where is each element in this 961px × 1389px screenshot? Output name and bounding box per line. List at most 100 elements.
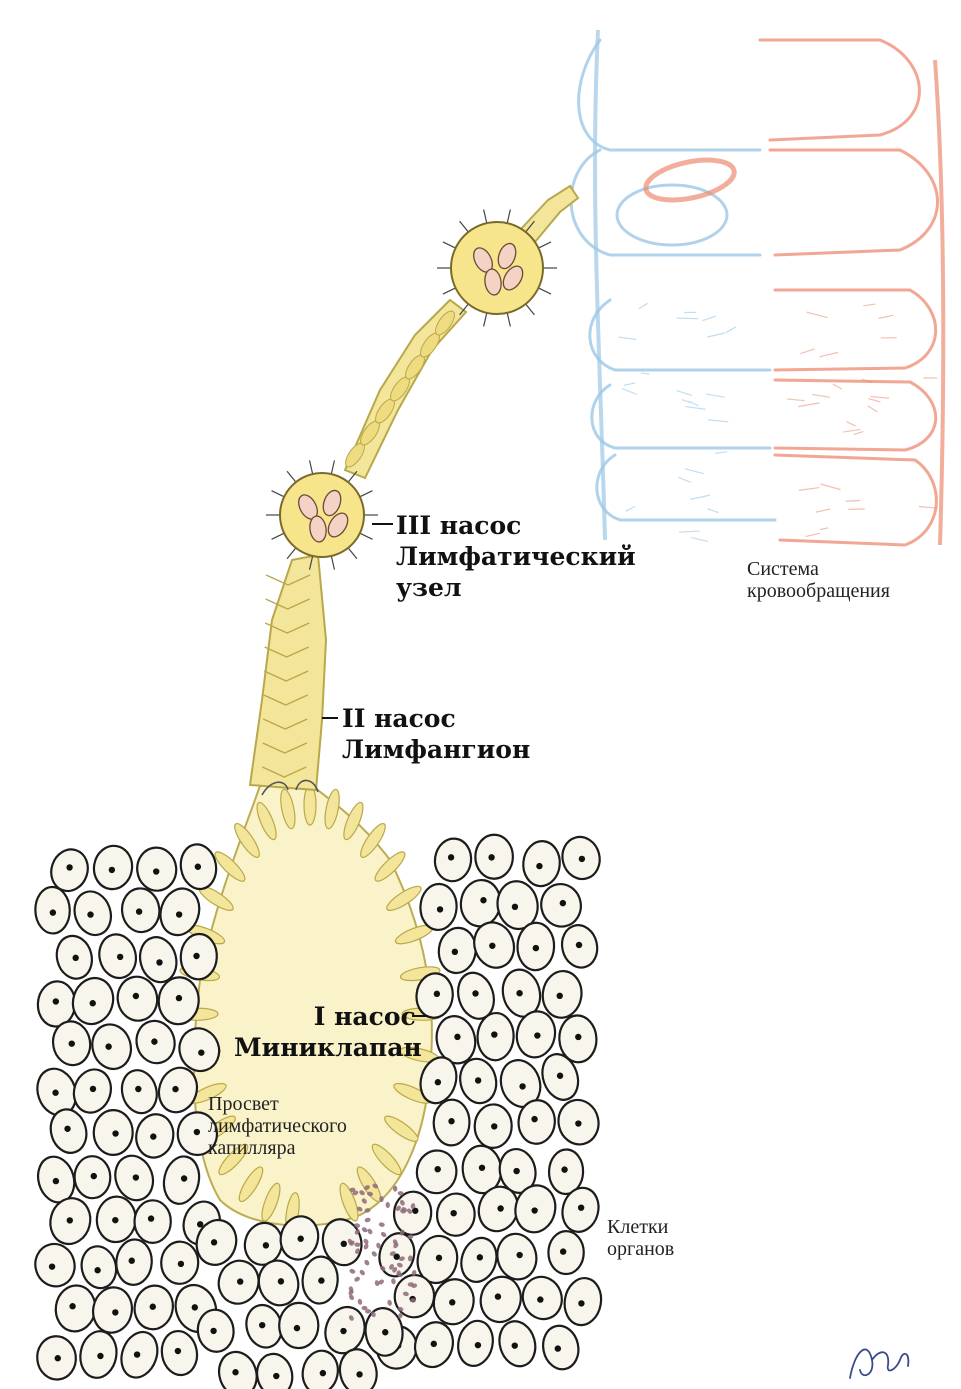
cell-nucleus (578, 1300, 584, 1306)
particle (353, 1276, 360, 1283)
cell-nucleus (454, 1034, 460, 1040)
endothelial-cell (304, 785, 316, 825)
capillary-stroke (715, 452, 727, 454)
cell-nucleus (516, 1252, 522, 1258)
capillary-stroke (726, 327, 736, 333)
capillary-stroke (798, 403, 819, 407)
cell-nucleus (537, 1296, 543, 1302)
node-process (484, 210, 487, 224)
organ-cell (414, 1148, 459, 1196)
organ-cell (134, 1200, 171, 1243)
cell-nucleus (133, 1174, 139, 1180)
particle (364, 1217, 371, 1223)
node-capsule (451, 222, 543, 314)
cell-nucleus (318, 1277, 324, 1283)
cell-nucleus (69, 1040, 75, 1046)
artery-loop (775, 290, 936, 370)
lumen-line-3: капилляра (208, 1137, 347, 1159)
capillary-stroke (821, 484, 841, 490)
organ-cell (392, 1190, 433, 1237)
pump3-name: Лимфатический (396, 541, 636, 572)
node-process (526, 304, 535, 315)
capillary-stroke (689, 401, 699, 406)
cell-nucleus (94, 1267, 100, 1273)
organ-cell (132, 1111, 177, 1161)
organ-cell (89, 1284, 135, 1336)
cell-nucleus (480, 897, 486, 903)
cell-nucleus (579, 856, 585, 862)
capillary-stroke (624, 383, 635, 385)
cell-nucleus (533, 945, 539, 951)
organ-cell (454, 1317, 497, 1369)
capillary-stroke (846, 500, 860, 501)
node-process (507, 313, 510, 327)
organ-cell (69, 887, 117, 940)
capillary-stroke (833, 384, 842, 389)
capillary-stroke (854, 432, 864, 435)
organ-cell (521, 840, 561, 888)
cell-nucleus (193, 953, 199, 959)
organ-cell (94, 1110, 133, 1155)
cell-nucleus (237, 1278, 243, 1284)
particle (361, 1306, 367, 1310)
cell-nucleus (341, 1241, 347, 1247)
particle (357, 1298, 363, 1305)
organ-cell (135, 846, 178, 893)
capillary-stroke (820, 528, 828, 530)
particle (371, 1250, 378, 1257)
vein-trunk (595, 30, 605, 540)
pump3-title: III насос (396, 510, 636, 541)
particle (359, 1269, 366, 1276)
blood-circulation-system (571, 30, 943, 545)
cell-nucleus (194, 1129, 200, 1135)
cell-membrane (214, 1347, 262, 1389)
cell-membrane (432, 836, 473, 883)
capillary-stroke (677, 318, 699, 319)
lymphangion (250, 555, 326, 790)
node-process (310, 460, 313, 474)
organ-cell (131, 1282, 177, 1333)
cell-nucleus (112, 1130, 118, 1136)
node-capsule (280, 473, 364, 557)
organ-cell (214, 1347, 262, 1389)
cell-nucleus (578, 1204, 584, 1210)
capillary-stroke (679, 531, 699, 532)
cell-nucleus (479, 1165, 485, 1171)
cell-nucleus (66, 864, 72, 870)
cell-nucleus (55, 1355, 61, 1361)
organ-cell (177, 842, 219, 892)
cell-membrane (253, 1351, 296, 1389)
capillary-stroke (622, 389, 637, 395)
cell-nucleus (181, 1175, 187, 1181)
organ-cell (91, 843, 136, 892)
cell-nucleus (53, 998, 59, 1004)
node-process (331, 460, 334, 474)
particle (361, 1226, 368, 1233)
cell-membrane (521, 840, 561, 888)
pump1-name: Миниклапан (234, 1032, 422, 1063)
capillary-stroke (879, 315, 894, 318)
cell-nucleus (278, 1278, 284, 1284)
node-process (348, 548, 357, 559)
organ-cell (433, 1099, 470, 1146)
cell-nucleus (472, 990, 478, 996)
cell-nucleus (175, 1348, 181, 1354)
capillary-stroke (870, 396, 889, 398)
capillary-stroke (691, 538, 708, 542)
cell-nucleus (489, 943, 495, 949)
organ-cell (67, 973, 118, 1029)
cell-nucleus (87, 911, 93, 917)
organ-cell (539, 1323, 582, 1373)
particle (349, 1268, 356, 1274)
cell-nucleus (148, 1215, 154, 1221)
node-process (272, 491, 285, 497)
cell-nucleus (475, 1342, 481, 1348)
cell-nucleus (195, 864, 201, 870)
organ-cell (558, 922, 601, 971)
organ-cell (435, 1192, 476, 1237)
pump3-label: III насос Лимфатический узел (396, 510, 636, 603)
circulation-line-1: Система (747, 558, 890, 580)
organ-cell (558, 833, 605, 884)
organ-cell (517, 922, 555, 971)
